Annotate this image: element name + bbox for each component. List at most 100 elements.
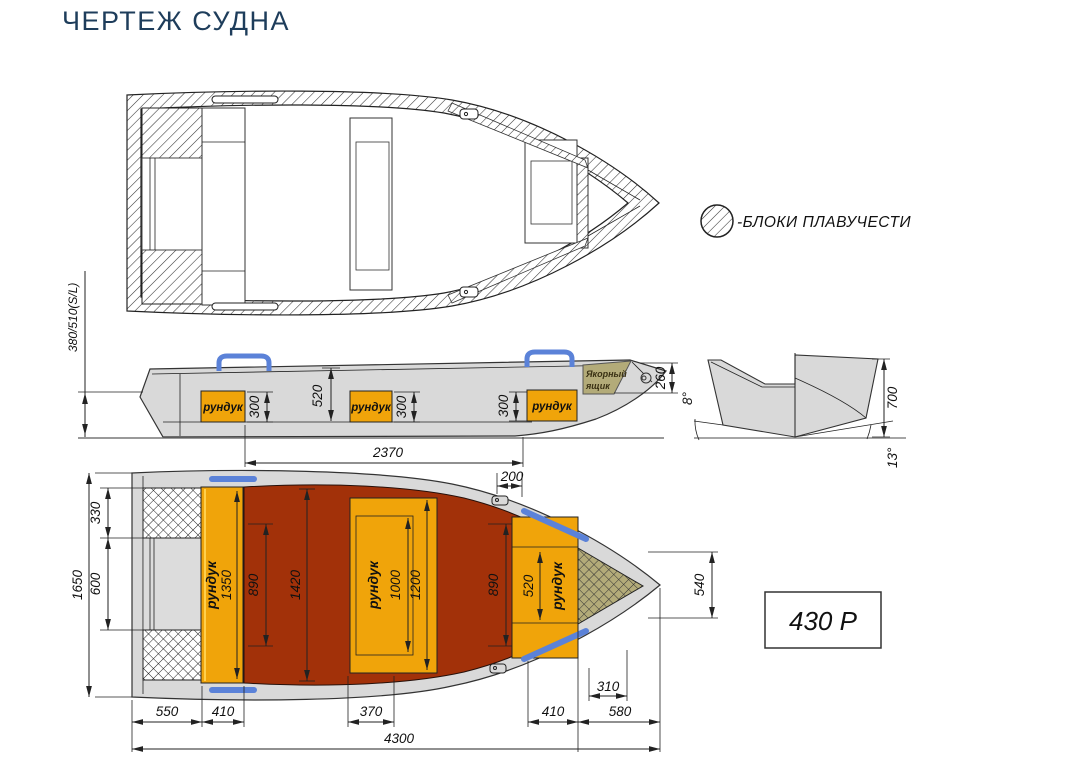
dimension-200: 200 <box>496 469 524 497</box>
dimension-1350: 1350 <box>219 491 240 679</box>
svg-text:1650: 1650 <box>70 569 85 600</box>
plan-locker-mid-label: рундук <box>365 560 381 610</box>
dimension-1420: 1420 <box>288 488 315 682</box>
dimension-600: 600 <box>88 538 143 631</box>
legend: -БЛОКИ ПЛАВУЧЕСТИ <box>700 204 911 238</box>
dimension-locker1-height: 300 <box>247 391 273 423</box>
top-view <box>126 90 660 316</box>
side-locker-1-label: рундук <box>202 402 244 414</box>
svg-text:550: 550 <box>156 704 179 719</box>
side-view: рундук рундук рундук Якорный ящик 380/51… <box>66 271 678 467</box>
svg-text:1420: 1420 <box>288 569 303 600</box>
svg-text:600: 600 <box>88 572 103 595</box>
dimension-locker2-height: 300 <box>394 391 420 423</box>
dimension-chain-extensions <box>131 588 661 752</box>
anchor-box-label-1: Якорный <box>585 369 627 379</box>
svg-text:300: 300 <box>247 395 262 418</box>
dimension-330: 330 <box>88 487 143 539</box>
grab-rail-bow-bottom <box>521 628 589 662</box>
plan-locker-bow <box>511 516 579 659</box>
svg-text:380/510(S/L): 380/510(S/L) <box>66 283 80 352</box>
buoyancy-legend-icon <box>700 204 734 238</box>
dimension-1650: 1650 <box>70 472 132 698</box>
dimension-cockpit-length: 2370 <box>244 425 524 467</box>
model-badge: 430 Р <box>764 591 882 649</box>
dimension-anchor-box-height: 260 <box>614 362 678 394</box>
gunwale-strip-bottom <box>211 302 279 311</box>
dimension-locker3-height: 300 <box>496 391 527 422</box>
middle-bench <box>349 117 393 291</box>
svg-text:700: 700 <box>885 386 900 409</box>
svg-text:200: 200 <box>500 469 524 484</box>
buoyancy-block-stern-bottom <box>141 249 203 305</box>
dimension-1000: 1000 <box>388 518 411 652</box>
dimension-1200: 1200 <box>408 500 430 670</box>
svg-text:300: 300 <box>394 395 409 418</box>
dimension-transom-height: 380/510(S/L) <box>66 271 143 437</box>
plan-locker-bow-label: рундук <box>549 561 565 611</box>
plan-locker-aft-label: рундук <box>203 560 219 610</box>
plan-locker-mid <box>349 497 438 674</box>
svg-text:310: 310 <box>597 679 620 694</box>
grab-rail-bow-top <box>521 508 589 542</box>
model-badge-label: 430 Р <box>789 606 858 636</box>
gunwale-strip-top <box>211 95 279 104</box>
anchor-box <box>582 360 632 395</box>
svg-text:520: 520 <box>521 574 536 597</box>
svg-text:540: 540 <box>692 573 707 596</box>
svg-text:260: 260 <box>653 366 668 390</box>
svg-text:370: 370 <box>360 704 383 719</box>
bow-bulkhead <box>576 157 589 249</box>
side-locker-2 <box>349 390 393 423</box>
section-view: 8° 700 13° <box>680 353 906 468</box>
svg-text:1200: 1200 <box>408 569 423 600</box>
carry-handle-bow <box>524 349 575 367</box>
dimension-deadrise-stern: 8° <box>680 391 695 405</box>
dimension-370: 370 <box>348 704 394 725</box>
page-title: ЧЕРТЕЖ СУДНА <box>62 6 291 36</box>
dimension-deadrise-bow: 13° <box>885 447 900 468</box>
side-locker-1 <box>200 390 246 423</box>
gunwale-fitting-top <box>491 495 509 506</box>
dimension-890-bow: 890 <box>486 523 512 647</box>
dimension-410-aft: 410 <box>202 704 244 725</box>
svg-text:890: 890 <box>486 573 501 596</box>
buoyancy-block-plan-top <box>142 487 202 539</box>
svg-text:580: 580 <box>609 704 632 719</box>
svg-text:8°: 8° <box>680 391 695 405</box>
dimension-cockpit-depth: 520 <box>310 367 340 421</box>
carry-handle-aft <box>216 353 272 371</box>
svg-text:13°: 13° <box>885 447 900 468</box>
svg-text:890: 890 <box>246 573 261 596</box>
buoyancy-block-plan-bottom <box>142 629 202 681</box>
anchor-box-label-2: ящик <box>585 381 610 391</box>
top-view-gunwale-band <box>126 90 660 316</box>
svg-text:1350: 1350 <box>219 569 234 600</box>
dimension-580: 580 <box>578 704 660 725</box>
stern-well <box>142 537 202 631</box>
svg-text:1000: 1000 <box>388 569 403 600</box>
gunwale-fitting-bottom <box>489 663 507 674</box>
svg-text:2370: 2370 <box>372 445 404 460</box>
dimension-890-aft: 890 <box>246 523 273 647</box>
dimension-550: 550 <box>132 704 202 725</box>
dimension-4300: 4300 <box>132 731 660 752</box>
bow-side-deck-top <box>447 102 589 169</box>
dimension-410-bow: 410 <box>528 704 578 725</box>
plan-view: рундук рундук рундук 1350 890 1420 1000 <box>70 469 718 752</box>
svg-text:330: 330 <box>88 501 103 524</box>
buoyancy-block-stern-top <box>141 107 203 159</box>
dimension-520: 520 <box>521 552 543 620</box>
motor-well <box>141 157 203 251</box>
svg-text:410: 410 <box>542 704 565 719</box>
side-locker-3-label: рундук <box>531 401 573 413</box>
svg-text:410: 410 <box>212 704 235 719</box>
dimension-540: 540 <box>648 551 718 619</box>
legend-label: -БЛОКИ ПЛАВУЧЕСТИ <box>737 214 911 231</box>
svg-text:300: 300 <box>496 394 511 417</box>
dimension-hull-height: 700 <box>872 358 900 438</box>
hull-section <box>707 354 879 438</box>
aft-bench <box>201 107 246 306</box>
